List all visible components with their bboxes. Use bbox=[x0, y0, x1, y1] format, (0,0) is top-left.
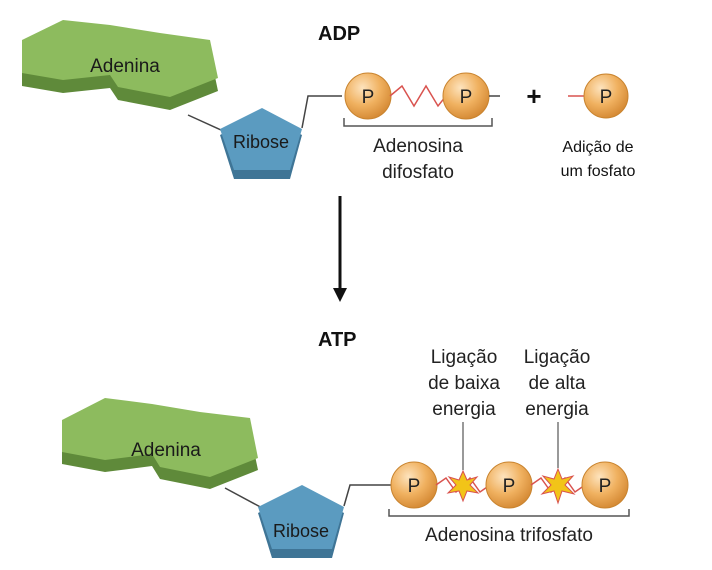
atp-phosphate-1-label: P bbox=[408, 476, 421, 497]
added-phosphate-line2: um fosfato bbox=[561, 163, 636, 180]
atp-phosphate-2-label: P bbox=[503, 476, 516, 497]
atp-adenine-ribose-bond bbox=[224, 487, 267, 511]
atp-bracket-label: Adenosina trifosfato bbox=[425, 525, 593, 546]
reaction-arrow bbox=[333, 196, 347, 302]
atp-ribose-label: Ribose bbox=[273, 521, 329, 541]
plus-sign: + bbox=[526, 81, 541, 111]
adp-bracket bbox=[343, 118, 493, 127]
adp-adenine-label: Adenina bbox=[90, 56, 160, 77]
low-energy-label-line2: de baixa bbox=[428, 373, 500, 394]
added-phosphate-line1: Adição de bbox=[562, 139, 633, 156]
atp-ribose-shape bbox=[258, 485, 344, 558]
atp-phosphate-3 bbox=[581, 461, 629, 509]
atp-title: ATP bbox=[318, 329, 357, 351]
high-energy-label-line2: de alta bbox=[528, 373, 585, 394]
atp-ribose-phosphate-bond bbox=[343, 484, 392, 507]
adp-ribose-label: Ribose bbox=[233, 132, 289, 152]
low-energy-label-line1: Ligação bbox=[431, 347, 498, 368]
adp-phosphate-1-label: P bbox=[362, 87, 375, 108]
atp-adenine-label: Adenina bbox=[131, 440, 201, 461]
atp-bracket bbox=[388, 509, 630, 517]
added-phosphate-label: P bbox=[600, 87, 613, 108]
low-energy-spark-icon bbox=[446, 469, 480, 503]
atp-adenine-shape bbox=[62, 398, 258, 489]
adp-ribose-shape bbox=[220, 108, 302, 179]
high-energy-label-line1: Ligação bbox=[524, 347, 591, 368]
adp-adenine-shape bbox=[22, 20, 218, 110]
high-energy-spark-icon bbox=[540, 467, 576, 505]
adp-phosphate-2-label: P bbox=[460, 87, 473, 108]
adp-bracket-line2: difosfato bbox=[382, 162, 454, 183]
low-energy-label-line3: energia bbox=[432, 399, 496, 420]
adp-bracket-line1: Adenosina bbox=[373, 136, 463, 157]
adp-phosphate-bond bbox=[389, 84, 447, 108]
high-energy-label-line3: energia bbox=[525, 399, 589, 420]
atp-phosphate-3-label: P bbox=[599, 476, 612, 497]
adp-ribose-phosphate-bond bbox=[301, 95, 342, 129]
added-phosphate bbox=[583, 73, 629, 119]
adp-title: ADP bbox=[318, 23, 360, 45]
